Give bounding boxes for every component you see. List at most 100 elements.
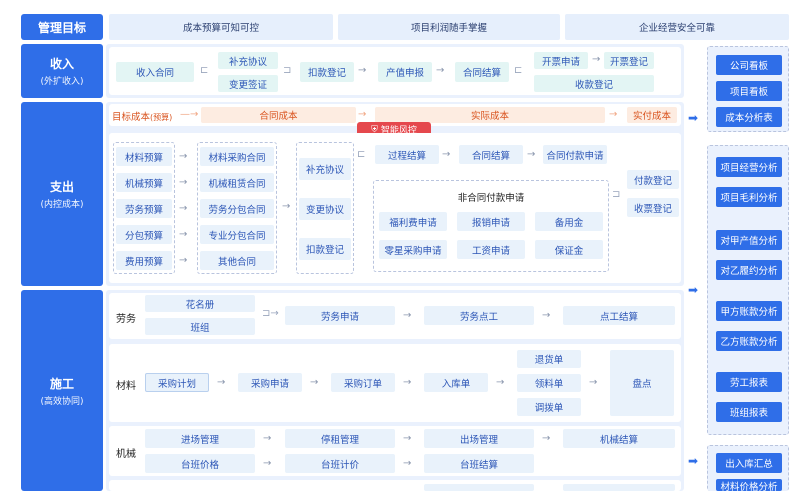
labor-settle-node: 点工结算 [563,306,675,325]
noncontract-item: 零星采购申请 [379,240,447,259]
arrow-icon: → [442,149,451,160]
adjust-item: 变更协议 [299,198,351,220]
arrow-icon: → [179,229,188,240]
purchase-order-node: 采购订单 [331,373,395,392]
arrow-icon: → [403,377,412,388]
noncontract-item: 报销申请 [457,212,525,231]
arrow-icon: → [179,203,188,214]
income-settlement-node: 合同结算 [455,62,509,82]
arrow-icon: → [542,310,551,321]
arrow-icon: → [358,65,367,76]
budget-item: 材料预算 [116,147,172,166]
report-button[interactable]: 甲方账款分析 [716,301,782,321]
shield-icon: ⛨ [371,124,378,135]
contract-group [197,142,277,274]
arrow-icon: → [403,458,412,469]
partial-node [563,484,675,491]
purchase-plan-node: 采购计划 [145,373,209,392]
arrow-icon: → [436,65,445,76]
income-supplement-node: 补充协议 [218,52,278,69]
contract-item: 劳务分包合同 [200,199,274,218]
machine-label: 机械 [116,449,136,460]
income-invoice-reg-node: 开票登记 [604,52,654,69]
arrow-icon: → [263,433,272,444]
arrow-icon: → [496,377,505,388]
arrow-icon: → [179,151,188,162]
category-expense: 支出(内控成本) [21,102,103,286]
header-title: 管理目标 [21,14,103,40]
arrow-icon: → [592,54,601,65]
report-button[interactable]: 劳工报表 [716,372,782,392]
labor-roster-node: 花名册 [145,295,255,312]
income-output-node: 产值申报 [378,62,432,82]
contract-pay-node: 合同付款申请 [543,145,607,164]
report-button[interactable]: 成本分析表 [716,107,782,127]
arrow-right-icon: ➡ [688,454,699,468]
labor-label: 劳务 [116,314,136,325]
machine-settle-node: 机械结算 [563,429,675,448]
inbound-node: 入库单 [424,373,488,392]
noncontract-group [373,180,609,272]
contract-item: 其他合同 [200,251,274,270]
arrow-icon: → [527,149,536,160]
goal-item: 成本预算可知可控 [109,14,333,40]
shift-settle-node: 台班结算 [424,454,534,473]
noncontract-item: 工资申请 [457,240,525,259]
payable-cost-node: 实付成本 [627,107,677,123]
shift-price-node: 台班价格 [145,454,255,473]
arrow-icon: → [403,310,412,321]
machine-exit-node: 出场管理 [424,429,534,448]
report-button[interactable]: 班组报表 [716,402,782,422]
income-deduction-node: 扣款登记 [300,62,354,82]
report-button[interactable]: 项目看板 [716,81,782,101]
arrow-icon: → [403,433,412,444]
arrow-icon: → [589,377,598,388]
noncontract-title: 非合同付款申请 [457,193,525,204]
bracket-glyph: ⊐ [612,189,621,200]
contract-cost-node: 合同成本 [201,107,356,123]
report-button[interactable]: 项目毛利分析 [716,187,782,207]
inventory-node: 盘点 [610,350,674,416]
arrow-icon: → [542,433,551,444]
report-button[interactable]: 对甲产值分析 [716,230,782,250]
shift-calc-node: 台班计价 [285,454,395,473]
process-settle-node: 过程结算 [375,145,439,164]
adjust-item: 补充协议 [299,158,351,180]
partial-node [424,484,534,491]
noncontract-item: 备用金 [535,212,603,231]
transfer-node: 调拨单 [517,398,581,416]
report-button[interactable]: 公司看板 [716,55,782,75]
report-button[interactable]: 项目经营分析 [716,157,782,177]
bracket-glyph: ⊐ [283,65,292,76]
contract-item: 材料采购合同 [200,147,274,166]
income-receipt-node: 收款登记 [534,75,654,92]
arrow-icon: → [263,458,272,469]
bracket-glyph: ⊏ [357,149,366,160]
arrow-icon: → [609,109,618,120]
contract-item: 专业分包合同 [200,225,274,244]
report-button[interactable]: 出入库汇总 [716,453,782,473]
goal-item: 企业经营安全可靠 [565,14,789,40]
bracket-glyph: ⊏ [514,65,523,76]
report-button[interactable]: 材料价格分析 [716,479,782,491]
target-cost-label: 目标成本(预算) [112,112,173,123]
income-contract-node: 收入合同 [116,62,194,82]
budget-group [113,142,175,274]
bracket-glyph: ⊐→ [262,308,279,319]
arrow-icon: —→ [180,109,199,120]
contract-item: 机械租赁合同 [200,173,274,192]
material-label: 材料 [116,381,136,392]
arrow-icon: → [179,255,188,266]
adjust-item: 扣款登记 [299,238,351,260]
report-button[interactable]: 对乙履约分析 [716,260,782,280]
next-lane [109,480,681,491]
report-button[interactable]: 乙方账款分析 [716,331,782,351]
labor-team-node: 班组 [145,318,255,335]
budget-item: 劳务预算 [116,199,172,218]
arrow-icon: → [179,177,188,188]
contract-settle-node: 合同结算 [459,145,523,164]
category-construction: 施工(高效协同) [21,290,103,491]
adjust-group [296,142,354,274]
income-invoice-apply-node: 开票申请 [534,52,588,69]
